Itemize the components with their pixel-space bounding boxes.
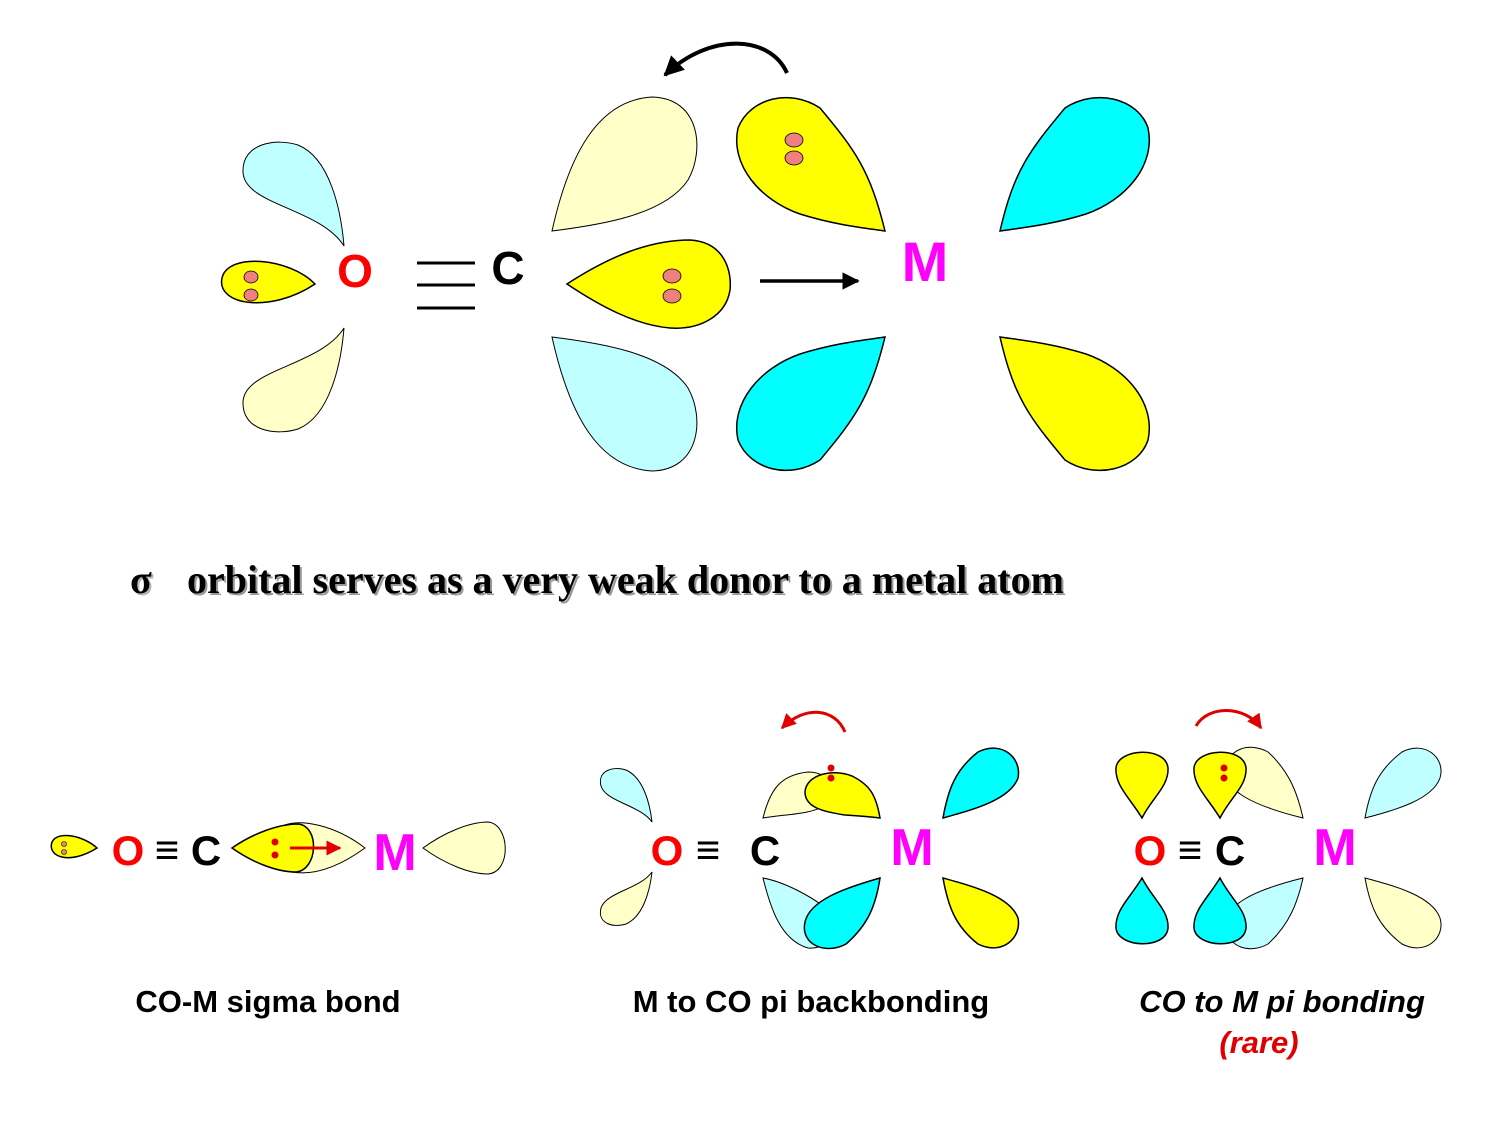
- metal-back-lobe: [422, 821, 506, 875]
- panel-backbonding: O ≡ C M M to CO pi backbonding: [599, 710, 1020, 1019]
- oxygen-label: O: [112, 827, 145, 874]
- caption-text-shadow: orbital serves as a very weak donor to a…: [189, 559, 1066, 604]
- caption: σ σ orbital serves as a very weak donor …: [130, 557, 1066, 604]
- metal-label: M: [1313, 819, 1356, 877]
- metal-d-lobe-upper-left: [736, 96, 886, 232]
- triple-bond: ≡: [696, 826, 721, 873]
- carbon-p-lobe-upper: [1193, 751, 1247, 820]
- panel-sigma-bond: O ≡ C M CO-M sigma bond: [50, 821, 506, 1019]
- oxygen-label: O: [1134, 827, 1167, 874]
- carbon-p-lobe-lower: [1193, 876, 1247, 945]
- carbon-label: C: [1215, 827, 1245, 874]
- oxygen-lone-pair-lobe: [50, 834, 99, 859]
- oxygen-p-lobe-upper: [242, 141, 345, 247]
- panel-note: (rare): [1219, 1025, 1298, 1060]
- panel-pi-donation: O ≡ C M CO to M pi bonding (rare): [1115, 709, 1442, 1060]
- svg-text:σ: σ: [132, 559, 154, 604]
- metal-label: M: [890, 819, 933, 877]
- carbon-sigma-lobe: [565, 239, 732, 329]
- oxygen-p-lobe-lower: [599, 871, 653, 926]
- oxygen-label: O: [651, 827, 684, 874]
- metal-d-lobe-upper-left: [804, 772, 881, 819]
- carbon-label: C: [750, 827, 780, 874]
- carbon-label: C: [191, 827, 221, 874]
- electron-dot: [271, 838, 279, 846]
- metal-d-lobe-lower-right: [999, 336, 1150, 472]
- metal-label: M: [373, 824, 416, 882]
- panel-title: M to CO pi backbonding: [633, 984, 989, 1019]
- panel-title: CO-M sigma bond: [135, 984, 400, 1019]
- metal-d-lobe-lower-right: [942, 876, 1020, 949]
- electron-dot: [271, 851, 279, 859]
- electron-dot: [784, 132, 804, 148]
- electron-dot: [243, 270, 259, 284]
- triple-bond: ≡: [155, 826, 180, 873]
- metal-d-lobe-lower-left: [736, 336, 886, 472]
- triple-bond: ≡: [1178, 826, 1203, 873]
- oxygen-p-lobe-upper: [1115, 751, 1169, 820]
- metal-d-lobe-lower-left: [803, 876, 881, 950]
- oxygen-p-lobe-lower: [1115, 876, 1169, 945]
- donation-arrow: [1194, 709, 1263, 730]
- electron-dot: [61, 849, 67, 855]
- carbon-label: C: [491, 242, 524, 294]
- oxygen-p-lobe-lower: [242, 327, 345, 433]
- electron-dot: [662, 288, 682, 304]
- electron-dot: [784, 150, 804, 166]
- metal-label: M: [902, 230, 949, 293]
- electron-dot: [827, 774, 835, 782]
- caption-text: orbital serves as a very weak donor to a…: [187, 557, 1064, 602]
- electron-dot: [243, 288, 259, 302]
- electron-dot: [1220, 774, 1228, 782]
- panel-title: CO to M pi bonding: [1139, 984, 1425, 1019]
- oxygen-p-lobe-upper: [599, 768, 653, 823]
- oxygen-label: O: [337, 245, 373, 297]
- metal-d-lobe-upper-right: [999, 96, 1150, 232]
- carbon-p-lobe-lower: [551, 336, 698, 472]
- backbonding-arrow: [780, 710, 847, 733]
- metal-d-lobe-upper-right: [942, 747, 1020, 820]
- electron-dot: [827, 764, 835, 772]
- oxygen-lone-pair-lobe: [220, 260, 317, 304]
- top-diagram: O C M: [220, 41, 1150, 472]
- carbon-p-lobe-upper: [551, 96, 698, 232]
- electron-dot: [1220, 764, 1228, 772]
- electron-dot: [61, 841, 67, 847]
- backbonding-arrow: [663, 41, 789, 77]
- metal-d-lobe-lower-right: [1364, 877, 1442, 949]
- caption-symbol-shadow: σ: [132, 559, 154, 604]
- electron-dot: [662, 268, 682, 284]
- metal-d-lobe-upper-right: [1364, 747, 1442, 819]
- caption-symbol: σ: [130, 557, 152, 602]
